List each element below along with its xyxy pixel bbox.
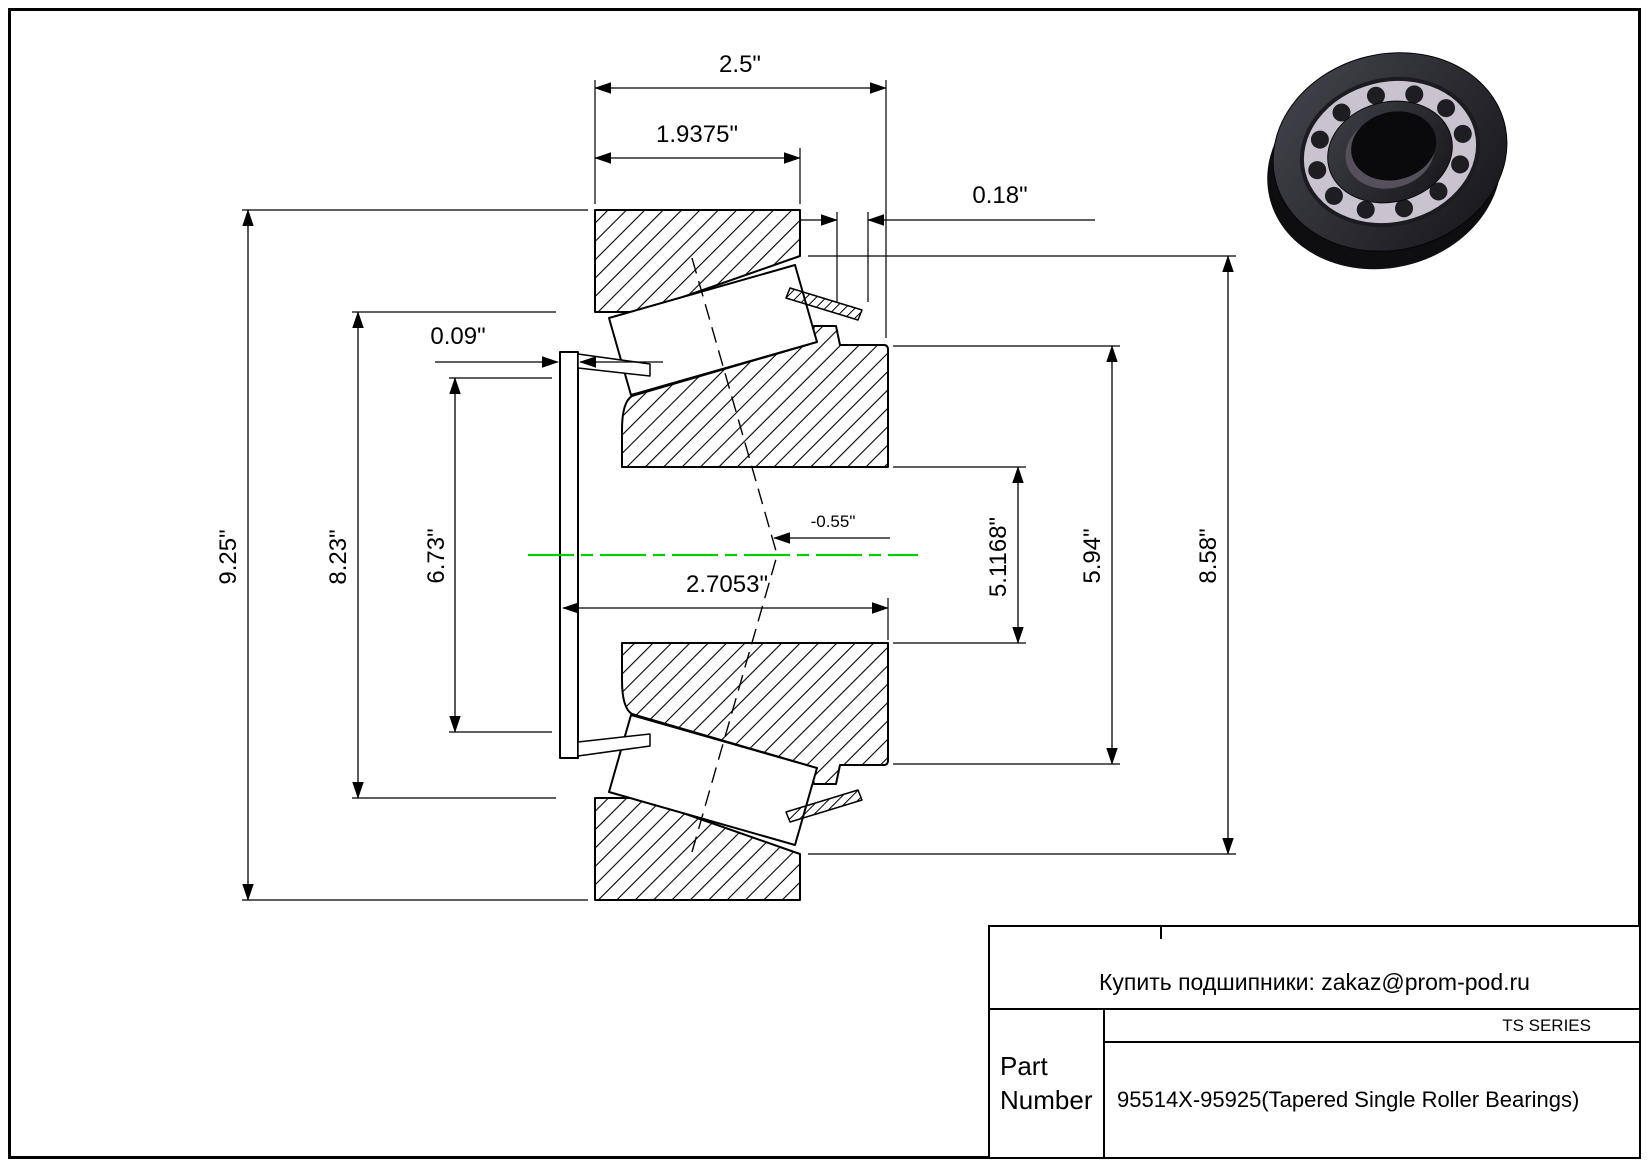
extension-lines	[242, 80, 1236, 901]
dimension-labels: 2.5" 1.9375" 0.18" 0.09" 9.25" 8.23" 6.7…	[215, 51, 1222, 598]
part-number-cells: TS SERIES 95514X-95925(Tapered Single Ro…	[1105, 1010, 1639, 1157]
dim-overall-width: 2.5"	[719, 51, 761, 78]
dim-flange-offset: 0.18"	[972, 182, 1027, 209]
cup-bottom-section	[594, 797, 801, 901]
part-number-value: 95514X-95925(Tapered Single Roller Beari…	[1117, 1087, 1580, 1112]
dimension-lines	[242, 82, 1234, 901]
dim-bore-diameter: 5.1168"	[985, 517, 1012, 597]
page-border	[8, 8, 1641, 1159]
part-number-label: Part Number	[990, 1010, 1105, 1157]
dim-inner-width: 1.9375"	[656, 121, 738, 148]
dim-lip-thickness: 0.09"	[430, 323, 485, 350]
series-label: TS SERIES	[1105, 1010, 1639, 1043]
part-number-row: Part Number TS SERIES 95514X-95925(Taper…	[990, 1010, 1639, 1157]
title-block-notch	[1160, 927, 1162, 939]
cone-top-section	[621, 325, 889, 468]
dim-dia-6-73: 6.73"	[423, 528, 450, 583]
dim-outer-diameter: 9.25"	[215, 529, 242, 584]
bearing-rollers	[1308, 85, 1472, 219]
contact-cell: Купить подшипники: zakaz@prom-pod.ru	[990, 927, 1639, 1010]
bearing-3d-render	[1267, 52, 1508, 270]
contact-text: Купить подшипники: zakaz@prom-pod.ru	[1099, 969, 1530, 995]
dim-dia-8-23: 8.23"	[325, 529, 352, 584]
dim-dia-8-58: 8.58"	[1195, 528, 1222, 583]
cone-bottom-section	[621, 642, 889, 785]
dim-center-offset: -0.55"	[811, 512, 856, 531]
cage-top	[785, 287, 863, 321]
dim-dia-5-94: 5.94"	[1079, 528, 1106, 583]
dim-bore-span: 2.7053"	[686, 571, 768, 598]
lip-tab-bottom	[577, 733, 651, 757]
title-block: Купить подшипники: zakaz@prom-pod.ru Par…	[988, 925, 1641, 1159]
cup-top-section	[594, 209, 801, 313]
cage-bottom	[785, 789, 863, 823]
